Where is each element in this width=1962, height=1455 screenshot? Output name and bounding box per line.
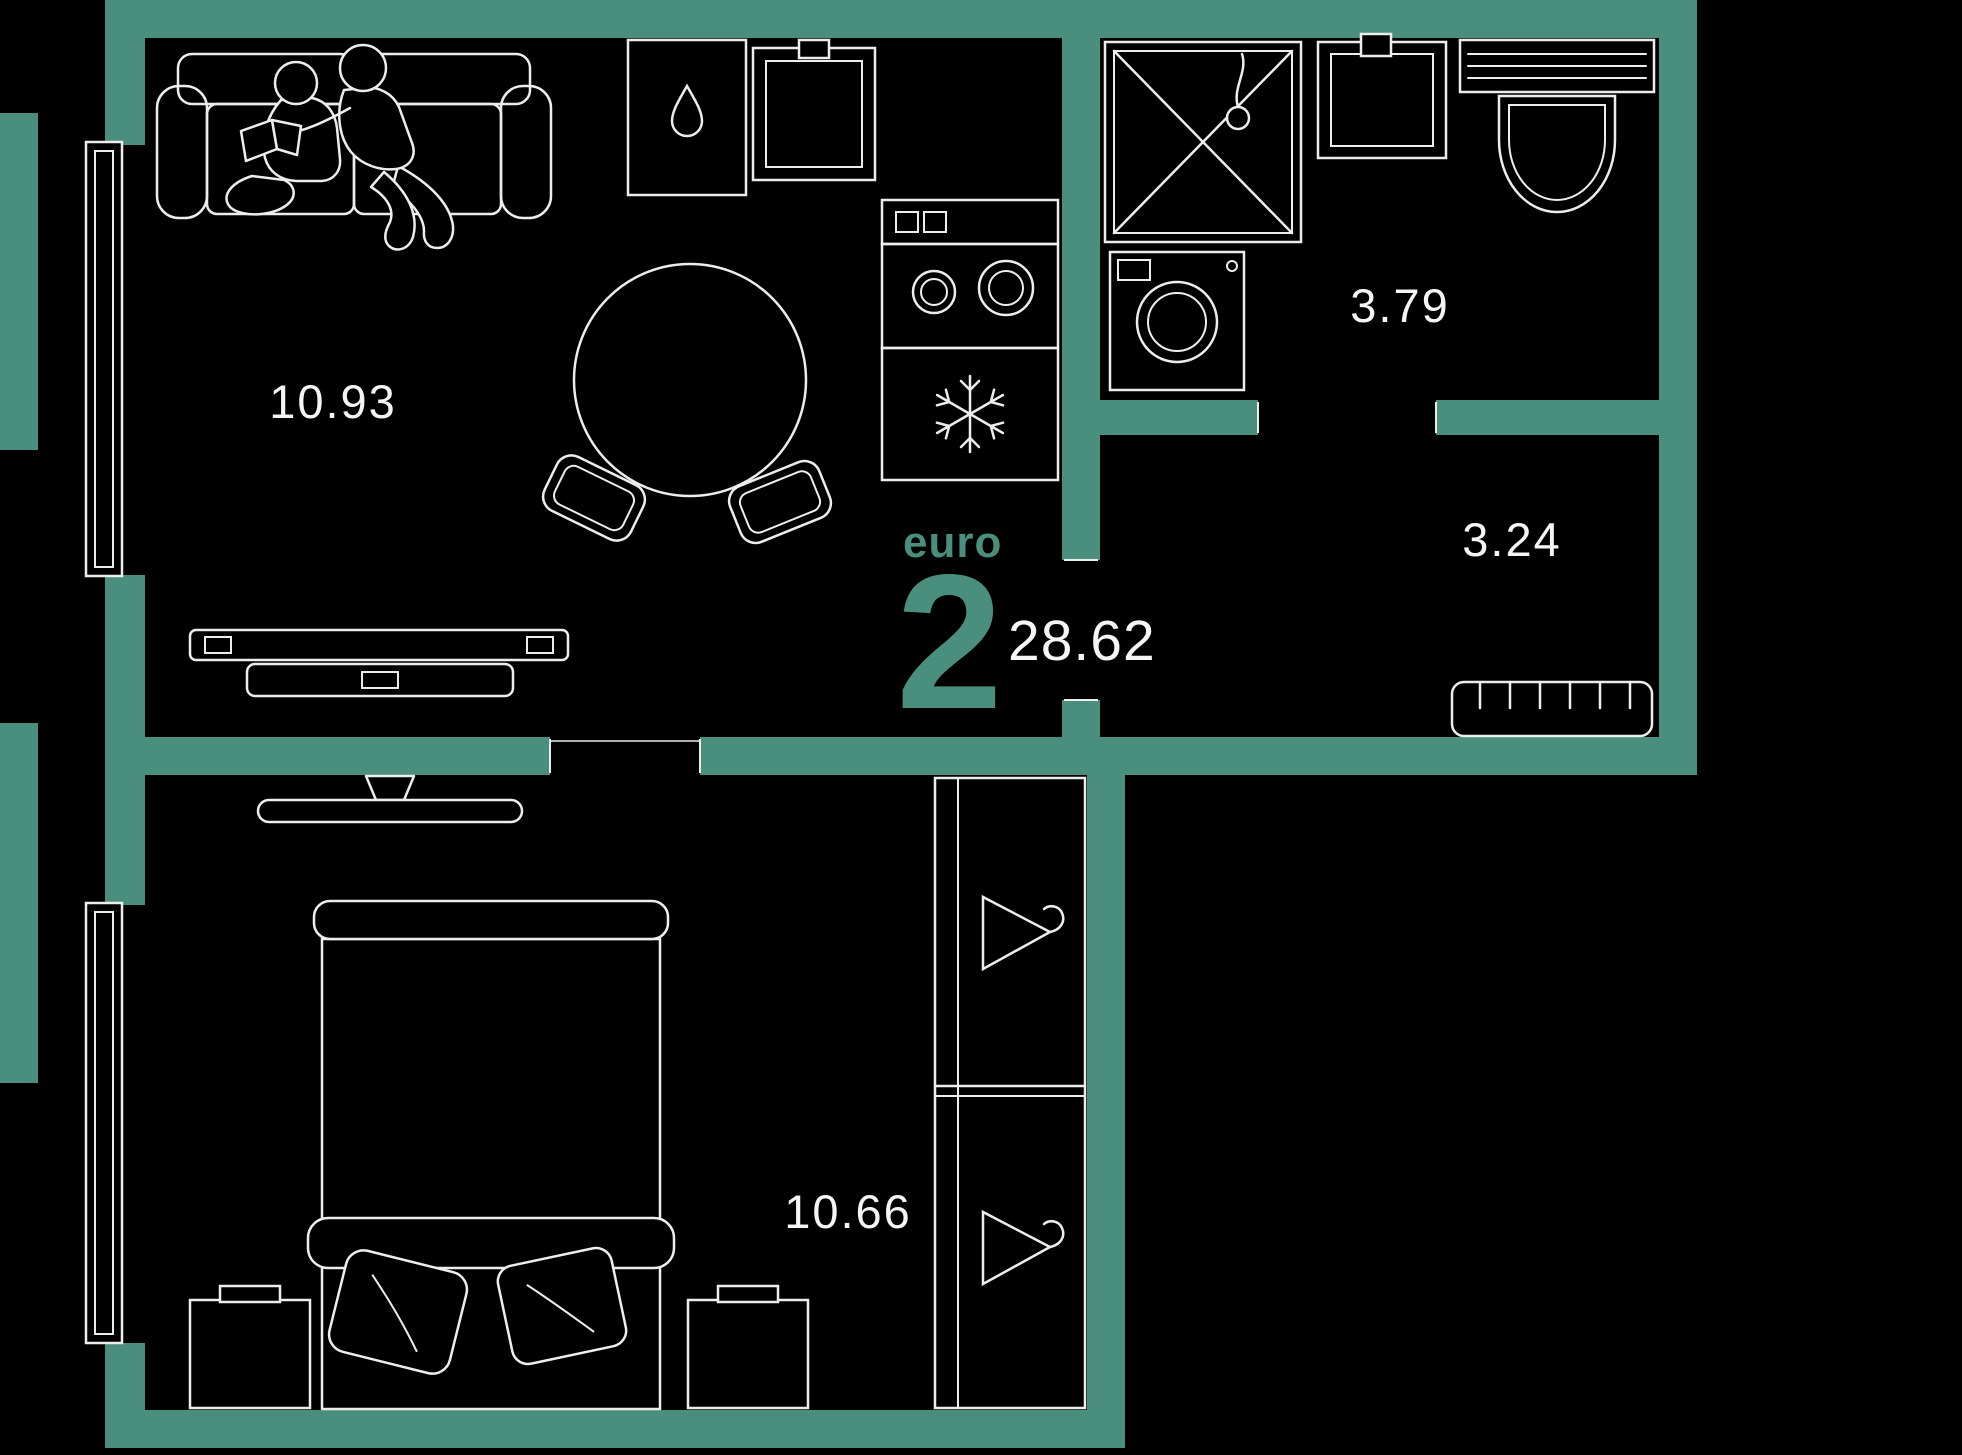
door-opening-bathroom: [1257, 402, 1437, 433]
toilet: [1458, 38, 1656, 214]
fridge: [880, 346, 1060, 482]
area-label-bedroom: 10.66: [784, 1185, 912, 1238]
tv-bedroom: [256, 774, 524, 824]
unit-rooms-count: 2: [896, 534, 1003, 749]
dining-table: [572, 262, 808, 498]
area-label-bathroom: 3.79: [1350, 279, 1449, 332]
walls: [0, 0, 1697, 1448]
kitchen-sink: [751, 38, 877, 182]
person-reading-right: [300, 43, 455, 251]
door-opening-bedroom: [549, 739, 701, 773]
hanger-icon: [981, 1209, 1065, 1287]
area-label-hallway: 3.24: [1462, 513, 1561, 566]
window-bedroom: [84, 901, 124, 1345]
washing-machine: [1108, 250, 1246, 392]
water-drop-icon: [670, 83, 704, 138]
pillow: [327, 1249, 469, 1375]
snowflake-icon: [931, 374, 1009, 454]
wardrobe: [933, 776, 1087, 1410]
dining-chair: [541, 454, 647, 542]
washbasin: [1316, 32, 1448, 160]
area-label-living-kitchen: 10.93: [269, 375, 397, 428]
unit-total-area: 28.62: [1008, 609, 1156, 673]
nightstand: [188, 1284, 312, 1410]
dining-chair: [727, 459, 833, 545]
shower: [1103, 40, 1303, 244]
hanger-icon: [981, 894, 1065, 972]
door-opening-hallway: [1064, 559, 1098, 701]
kitchen-cabinet-sink: [626, 38, 748, 197]
stove: [880, 198, 1060, 350]
unit-type-label: euro: [903, 518, 1002, 567]
person-reading-left: [225, 60, 342, 216]
nightstand: [686, 1284, 810, 1410]
shoe-rack: [1450, 680, 1654, 738]
tv-console-living: [188, 628, 570, 698]
pillow: [496, 1246, 628, 1366]
window-living-room: [84, 140, 124, 578]
